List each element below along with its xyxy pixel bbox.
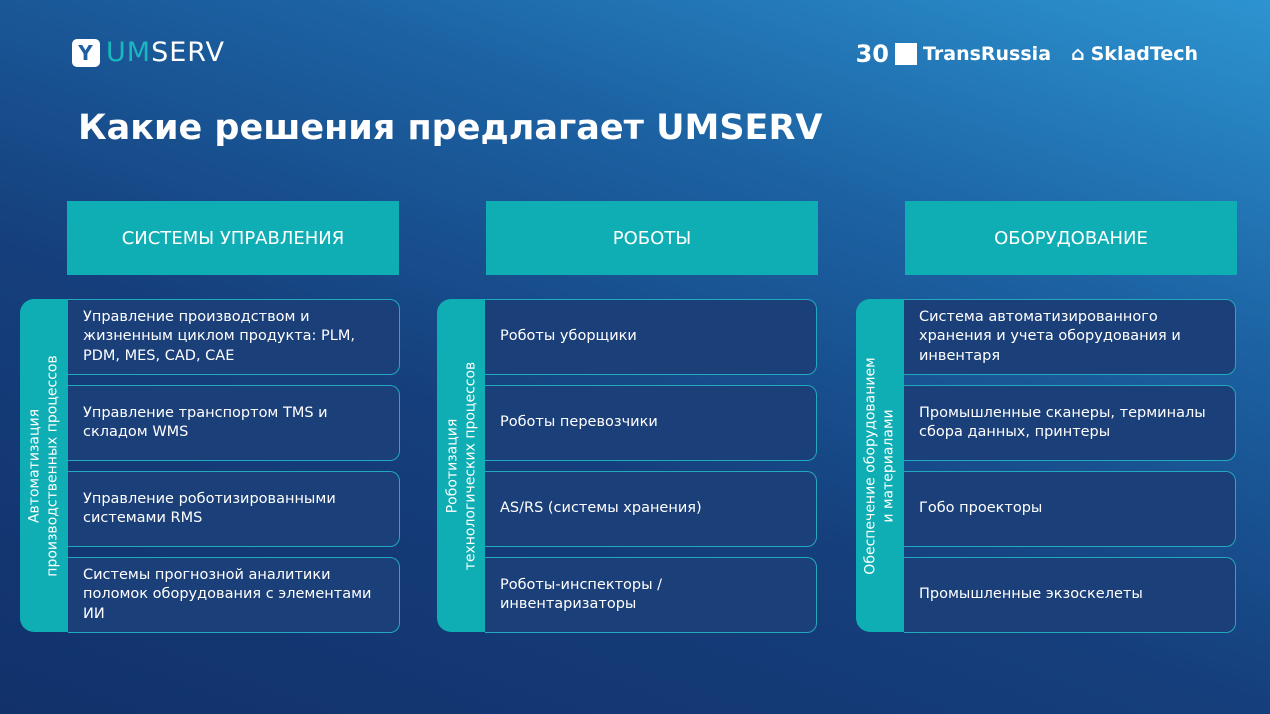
transrussia-icon <box>895 43 917 65</box>
column-header: РОБОТЫ <box>486 201 818 275</box>
page-title: Какие решения предлагает UMSERV <box>78 108 823 148</box>
anniversary-30: 30 <box>855 40 889 68</box>
skladtech-text: SkladTech <box>1090 43 1198 65</box>
column-header-label: СИСТЕМЫ УПРАВЛЕНИЯ <box>121 227 345 249</box>
category-label: Автоматизация производственных процессов <box>27 354 62 577</box>
solution-card-text: Роботы уборщики <box>500 328 637 345</box>
solution-card-text: Система автоматизированного хранения и у… <box>919 308 1181 364</box>
column-header-label: ОБОРУДОВАНИЕ <box>994 227 1148 249</box>
solution-card: Роботы уборщики <box>485 299 817 375</box>
solution-card: Гобо проекторы <box>904 471 1236 547</box>
solution-card: Управление роботизированными системами R… <box>68 471 400 547</box>
logo-um: UM <box>106 37 152 68</box>
column-header: СИСТЕМЫ УПРАВЛЕНИЯ <box>67 201 399 275</box>
house-icon: ⌂ <box>1071 43 1085 65</box>
umserv-logo-icon: Y <box>72 38 100 67</box>
solution-card: Система автоматизированного хранения и у… <box>904 299 1236 375</box>
category-label: Роботизация технологических процессов <box>444 361 479 570</box>
category-strip: Автоматизация производственных процессов <box>20 299 68 632</box>
solution-card: AS/RS (системы хранения) <box>485 471 817 547</box>
category-strip: Обеспечение оборудованием и материалами <box>856 299 904 632</box>
solution-card-text: Гобо проекторы <box>919 500 1043 517</box>
transrussia-text: TransRussia <box>923 43 1052 65</box>
solution-card-text: Промышленные сканеры, терминалы сбора да… <box>919 404 1206 441</box>
solution-card-text: Управление транспортом TMS и складом WMS <box>83 404 328 441</box>
logo-serv: SERV <box>151 37 226 68</box>
solution-card-text: Роботы перевозчики <box>500 414 658 431</box>
solution-card-text: AS/RS (системы хранения) <box>500 500 702 517</box>
solution-card-text: Управление роботизированными системами R… <box>83 490 336 527</box>
solution-card-text: Системы прогнозной аналитики поломок обо… <box>83 566 372 622</box>
umserv-logo: Y UMSERV <box>72 37 225 68</box>
solution-card-text: Промышленные экзоскелеты <box>919 586 1143 603</box>
solution-card: Системы прогнозной аналитики поломок обо… <box>68 557 400 633</box>
column-header-label: РОБОТЫ <box>612 227 692 249</box>
transrussia-logo: 30 TransRussia <box>856 40 1051 68</box>
solution-card: Управление производством и жизненным цик… <box>68 299 400 375</box>
skladtech-logo: ⌂SkladTech <box>1071 43 1198 65</box>
solution-card: Управление транспортом TMS и складом WMS <box>68 385 400 461</box>
solution-card: Роботы перевозчики <box>485 385 817 461</box>
solution-card: Роботы-инспекторы / инвентаризаторы <box>485 557 817 633</box>
solution-card-text: Управление производством и жизненным цик… <box>83 308 355 364</box>
category-label: Обеспечение оборудованием и материалами <box>863 356 897 575</box>
solution-card-text: Роботы-инспекторы / инвентаризаторы <box>500 576 663 613</box>
category-strip: Роботизация технологических процессов <box>437 299 485 632</box>
solution-card: Промышленные сканеры, терминалы сбора да… <box>904 385 1236 461</box>
column-header: ОБОРУДОВАНИЕ <box>905 201 1237 275</box>
partner-logos: 30 TransRussia ⌂SkladTech <box>856 40 1198 68</box>
solution-card: Промышленные экзоскелеты <box>904 557 1236 633</box>
